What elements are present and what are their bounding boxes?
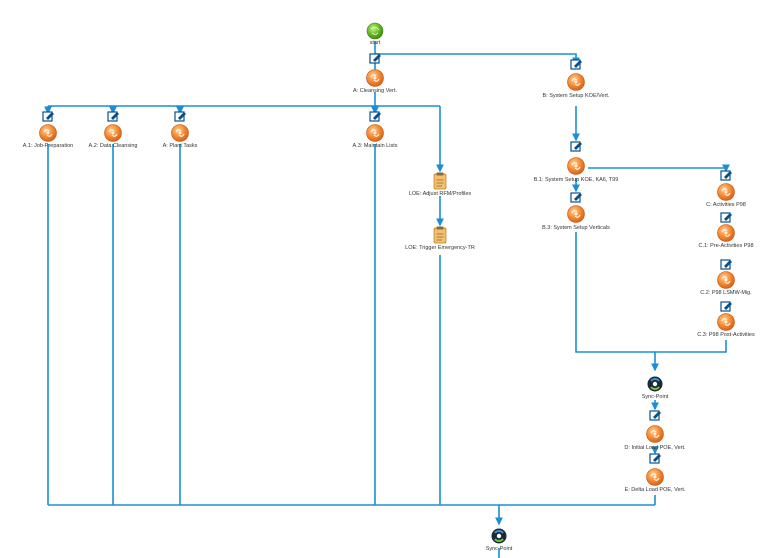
task-process-icon: [366, 124, 384, 142]
sync-point-icon: [491, 528, 507, 544]
edit-task-icon[interactable]: [42, 111, 54, 122]
node-label-start: start: [370, 40, 381, 46]
node-label-d: D: Initial Load POE, Vert.: [624, 445, 686, 451]
node-label-c3: C.3: P98 Post-Activities: [697, 332, 755, 338]
node-label-b: B: System Setup KOE/Vert.: [543, 93, 610, 99]
task-process-icon: [171, 124, 189, 142]
connector-b1-to-c: [588, 164, 730, 173]
node-c1[interactable]: [717, 224, 735, 242]
node-loe1[interactable]: [433, 172, 447, 190]
node-a1[interactable]: [39, 124, 57, 142]
edit-task-icon[interactable]: [649, 453, 661, 464]
edit-task-icon[interactable]: [720, 259, 732, 270]
document-icon: [433, 226, 447, 244]
edit-task-icon[interactable]: [570, 141, 582, 152]
node-c[interactable]: [717, 183, 735, 201]
node-start[interactable]: [366, 22, 384, 40]
edit-task-icon[interactable]: [369, 111, 381, 122]
node-label-b3: B.3: System Setup Verticals: [542, 225, 610, 231]
node-a3[interactable]: [366, 124, 384, 142]
node-label-a-plant: A: Plant Tasks: [163, 143, 198, 149]
edit-task-icon[interactable]: [720, 301, 732, 312]
edit-task-icon[interactable]: [174, 111, 186, 122]
node-label-c1: C.1: Pre-Activities P98: [698, 243, 753, 249]
node-label-a1: A.1: Job-Preparation: [23, 143, 73, 149]
connectors: [44, 41, 730, 558]
node-a-plant[interactable]: [171, 124, 189, 142]
edit-task-icon[interactable]: [570, 192, 582, 203]
task-process-icon: [717, 313, 735, 331]
node-label-c: C: Activities P98: [706, 202, 746, 208]
task-process-icon: [567, 157, 585, 175]
node-label-c2: C.2: P98 LSMW-Mig.: [700, 290, 752, 296]
node-label-b1: B.1: System Setup KOE, KA6, T99: [534, 177, 619, 183]
node-label-sync2: Sync-Point: [486, 546, 513, 552]
node-a2[interactable]: [104, 124, 122, 142]
edit-task-icon[interactable]: [570, 59, 582, 70]
task-process-icon: [366, 69, 384, 87]
node-c3[interactable]: [717, 313, 735, 331]
edit-task-icon[interactable]: [369, 53, 381, 64]
task-process-icon: [567, 205, 585, 223]
task-process-icon: [646, 425, 664, 443]
node-sync1[interactable]: [647, 376, 663, 392]
node-c2[interactable]: [717, 271, 735, 289]
task-process-icon: [39, 124, 57, 142]
node-label-sync1: Sync-Point: [642, 394, 669, 400]
task-layer: A: Cleansing Vert. B: System Setup KOE/Ve…: [23, 53, 755, 493]
task-process-icon: [104, 124, 122, 142]
document-icon: [433, 172, 447, 190]
connector-start-to-b: [375, 53, 580, 66]
task-process-icon: [717, 224, 735, 242]
node-label-a3: A.3: Maintain Lists: [353, 143, 398, 149]
node-sync2[interactable]: [491, 528, 507, 544]
node-loe2[interactable]: [433, 226, 447, 244]
connector-b3-to-sync1: [575, 232, 659, 372]
node-label-loe2: LOE: Trigger Emergency-TR: [405, 245, 475, 251]
edit-task-icon[interactable]: [720, 212, 732, 223]
task-process-icon: [567, 73, 585, 91]
task-process-icon: [717, 271, 735, 289]
node-e[interactable]: [646, 468, 664, 486]
sync-point-icon: [647, 376, 663, 392]
edit-task-icon[interactable]: [649, 410, 661, 421]
node-label-e: E: Delta Load POE, Vert.: [625, 487, 686, 493]
node-b3[interactable]: [567, 205, 585, 223]
connector-c3-to-sync1: [655, 340, 727, 353]
node-a[interactable]: [366, 69, 384, 87]
node-label-loe1: LOE: Adjust RFM/Profiles: [409, 191, 472, 197]
edit-task-icon[interactable]: [107, 111, 119, 122]
task-process-icon: [646, 468, 664, 486]
edit-task-icon[interactable]: [720, 170, 732, 181]
start-circle-icon: [366, 22, 384, 40]
task-process-icon: [717, 183, 735, 201]
node-label-a: A: Cleansing Vert.: [353, 88, 397, 94]
node-label-a2: A.2: Data Cleansing: [89, 143, 138, 149]
node-b[interactable]: [567, 73, 585, 91]
node-b1[interactable]: [567, 157, 585, 175]
node-d[interactable]: [646, 425, 664, 443]
